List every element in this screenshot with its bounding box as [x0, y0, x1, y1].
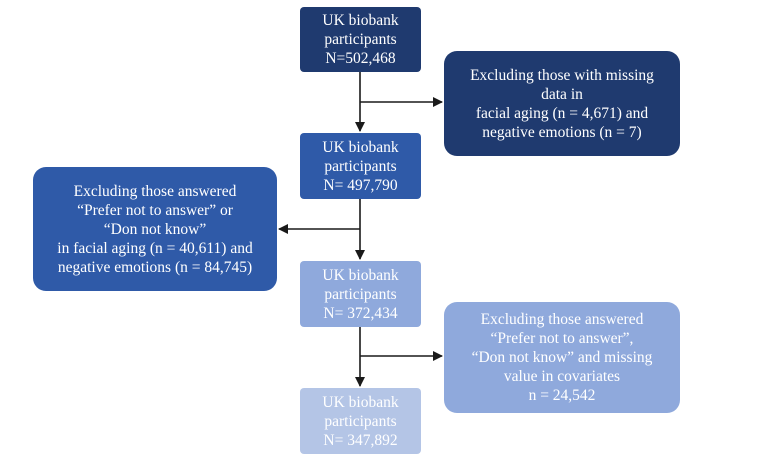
box-text-line: UK biobank	[322, 266, 399, 284]
exclusion-text-line: “Prefer not to answer”,	[490, 330, 634, 347]
exclusion-text-line: Excluding those answered	[480, 311, 644, 328]
participant-count: N= 372,434	[323, 304, 398, 322]
box-text-line: participants	[324, 31, 397, 48]
exclusion-text-line: n = 24,542	[528, 387, 596, 404]
participants-box-1: UK biobank participants N=502,468	[300, 7, 421, 72]
exclusion-text-line: value in covariates	[503, 368, 621, 385]
exclusion-text-line: Excluding those with missing	[470, 66, 654, 84]
participant-count: N=502,468	[325, 50, 396, 67]
box-text-line: UK biobank	[322, 138, 399, 156]
box-text-line: participants	[324, 412, 397, 430]
exclusion-text-line: data in	[541, 85, 583, 103]
participant-count: N= 347,892	[323, 431, 398, 449]
participant-count: N= 497,790	[323, 176, 398, 194]
exclusion-text-line: “Don not know”	[103, 220, 207, 238]
exclusion-text-line: negative emotions (n = 84,745)	[57, 258, 253, 276]
box-text-line: UK biobank	[322, 12, 399, 29]
box-text-line: participants	[324, 285, 397, 303]
participants-box-4: UK biobank participants N= 347,892	[300, 388, 421, 454]
box-text-line: UK biobank	[322, 393, 399, 411]
exclusion-text-line: in facial aging (n = 40,611) and	[57, 239, 253, 257]
participants-box-3: UK biobank participants N= 372,434	[300, 261, 421, 327]
exclusion-box-2: Excluding those answered “Prefer not to …	[33, 167, 277, 291]
exclusion-text-line: negative emotions (n = 7)	[482, 123, 642, 141]
box-text-line: participants	[324, 157, 397, 175]
exclusion-text-line: “Don not know” and missing	[471, 349, 653, 366]
exclusion-text-line: Excluding those answered	[73, 182, 237, 200]
exclusion-box-1: Excluding those with missing data in fac…	[444, 51, 680, 156]
exclusion-text-line: facial aging (n = 4,671) and	[475, 104, 649, 122]
exclusion-box-3: Excluding those answered “Prefer not to …	[444, 302, 680, 413]
exclusion-text-line: “Prefer not to answer” or	[77, 201, 233, 219]
participants-box-2: UK biobank participants N= 497,790	[300, 133, 421, 199]
